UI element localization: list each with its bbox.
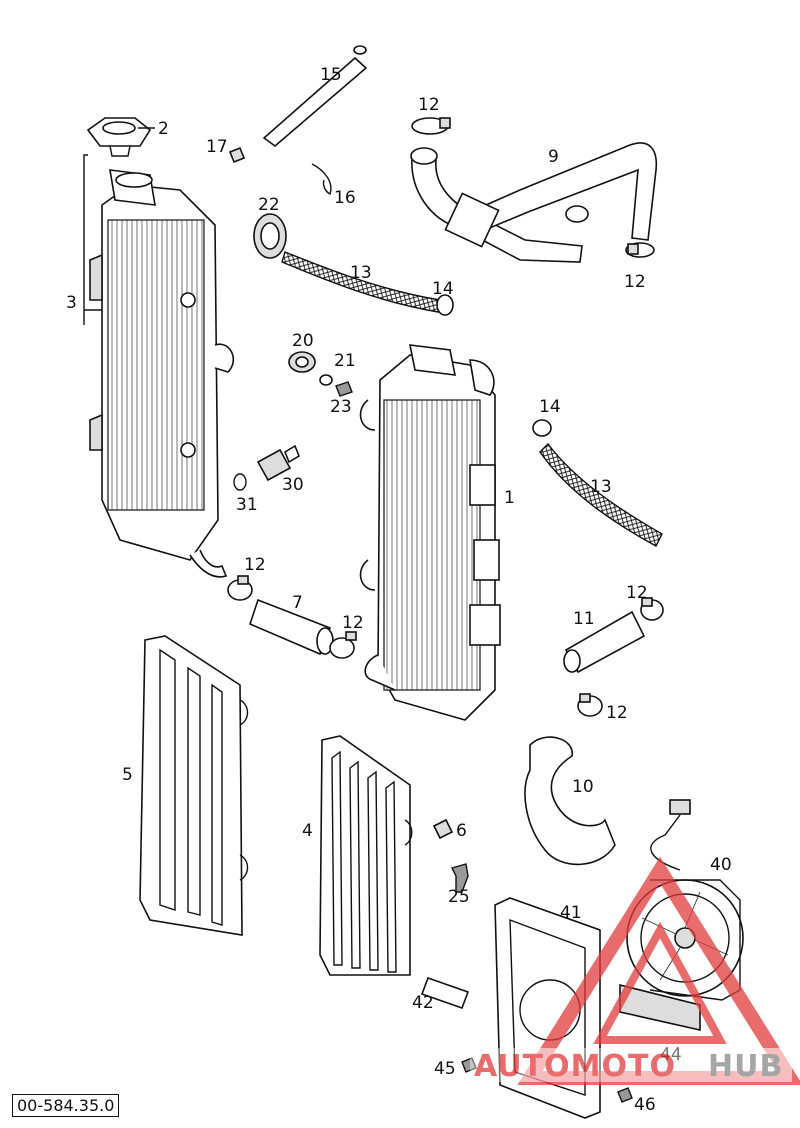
callout-40: 40	[710, 855, 732, 875]
callout-13: 13	[590, 477, 612, 497]
grommet-20	[288, 351, 316, 373]
callout-46: 46	[634, 1095, 656, 1115]
callout-15: 15	[320, 65, 342, 85]
clamp-12-left-low	[227, 575, 253, 601]
screw-46	[617, 1087, 633, 1103]
hose-15	[262, 45, 368, 148]
callout-22: 22	[258, 195, 280, 215]
callout-42: 42	[412, 993, 434, 1013]
callout-12: 12	[624, 272, 646, 292]
seal-22	[253, 213, 287, 259]
callout-12: 12	[418, 95, 440, 115]
t-hose-9	[410, 142, 658, 263]
callout-4: 4	[302, 821, 313, 841]
callout-23: 23	[330, 397, 352, 417]
callout-11: 11	[573, 609, 595, 629]
nut-6	[432, 818, 454, 840]
callout-7: 7	[292, 593, 303, 613]
clamp-14-right	[532, 419, 552, 437]
callout-labels: 15 2 17 16 12 9 12 3 22 13 14 20 21 23 14 13 30 31 1 12 7 12 1…	[66, 65, 732, 1115]
watermark-text-red: AUTOMOTO	[474, 1049, 676, 1084]
callout-45: 45	[434, 1059, 456, 1079]
callout-20: 20	[292, 331, 314, 351]
spring-clip-16	[311, 163, 332, 195]
callout-30: 30	[282, 475, 304, 495]
callout-14: 14	[539, 397, 561, 417]
callout-12: 12	[244, 555, 266, 575]
callout-10: 10	[572, 777, 594, 797]
callout-9: 9	[548, 147, 559, 167]
clip-17	[228, 146, 246, 164]
screw-45	[461, 1057, 477, 1073]
callout-41: 41	[560, 903, 582, 923]
watermark-text-grey: HUB	[708, 1049, 783, 1084]
callout-21: 21	[334, 351, 356, 371]
hose-10	[524, 736, 616, 866]
callout-12: 12	[342, 613, 364, 633]
callout-25: 25	[448, 887, 470, 907]
bolt-23	[335, 381, 353, 397]
callout-2: 2	[158, 119, 169, 139]
hose-clamp-12-top	[411, 117, 451, 135]
callout-5: 5	[122, 765, 133, 785]
diagram-reference-code: 00-584.35.0	[12, 1094, 120, 1117]
clamp-12-right-mid	[640, 597, 664, 621]
o-ring-31	[233, 473, 247, 491]
callout-6: 6	[456, 821, 467, 841]
temp-sensor-30	[256, 444, 300, 482]
callout-1: 1	[504, 488, 515, 508]
clamp-14-upper	[436, 294, 454, 316]
clamp-12-right-low	[577, 693, 603, 717]
callout-12: 12	[606, 703, 628, 723]
hose-7	[249, 598, 334, 656]
callout-3: 3	[66, 293, 77, 313]
callout-31: 31	[236, 495, 258, 515]
clamp-12-mid	[329, 631, 357, 659]
callout-12: 12	[626, 583, 648, 603]
radiator-grille-4	[319, 735, 413, 976]
bolt-25	[450, 863, 469, 893]
callout-16: 16	[334, 188, 356, 208]
radiator-shroud-5	[139, 635, 249, 936]
braided-hose-13-upper	[281, 251, 441, 313]
watermark-logo: AUTOMOTO HUB	[470, 856, 800, 1085]
callout-14: 14	[432, 279, 454, 299]
washer-21	[319, 374, 333, 386]
tube-42	[420, 976, 470, 1010]
radiator-cap-2	[86, 117, 152, 157]
leader-lines	[83, 127, 155, 325]
callout-44: 44	[660, 1045, 682, 1065]
braided-hose-13-right	[539, 442, 663, 547]
radiator-left-3	[89, 169, 234, 578]
hose-clamp-12-right	[625, 242, 655, 258]
callout-13: 13	[350, 263, 372, 283]
radiator-right-1	[359, 344, 501, 721]
fan-frame-41	[494, 897, 601, 1119]
hose-11	[563, 610, 646, 674]
callout-17: 17	[206, 137, 228, 157]
